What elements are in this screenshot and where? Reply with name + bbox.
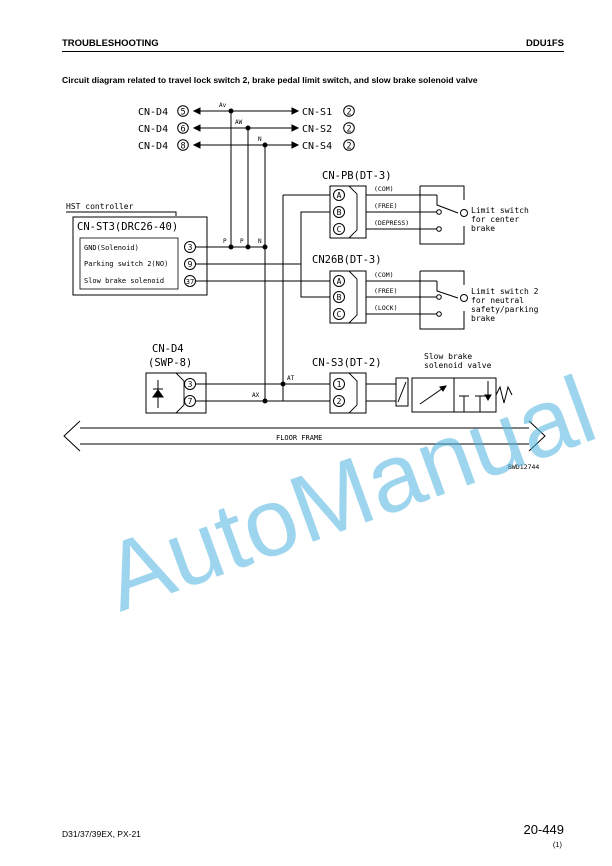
s26b-desc-2: for neutral (471, 296, 524, 305)
d4-diode-block: CN-D4 (SWP-8) 3 7 AT AX (145, 343, 330, 414)
d4-pin-3: 3 (188, 380, 193, 389)
s26b-switch-block: CN26B(DT-3) A B C (COM) (FREE) (LOCK) Li… (312, 254, 539, 330)
s3-valve-block: CN-S3(DT-2) 1 2 Slow brake solenoid valv… (312, 352, 513, 414)
pb-desc-1: Limit switch (471, 206, 529, 215)
wire-code-p1: P (223, 238, 227, 245)
s26b-signal-com: (COM) (374, 271, 394, 279)
pin-s2: 2 (346, 125, 351, 135)
s26b-desc-1: Limit switch 2 (471, 287, 539, 296)
wire-code-av: Av (219, 102, 227, 109)
conn-s2-label: CN-S2 (302, 124, 332, 135)
floor-frame-label: FLOOR FRAME (276, 434, 322, 442)
s26b-signal-lock: (LOCK) (374, 304, 397, 312)
s26b-pin-b: B (337, 293, 342, 302)
s3-connector: CN-S3(DT-2) (312, 357, 382, 369)
s3-desc-2: solenoid valve (424, 361, 492, 370)
conn-d4-6-label: CN-D4 (138, 124, 168, 135)
hst-controller: HST controller CN-ST3(DRC26-40) GND(Sole… (66, 202, 330, 401)
conn-d4-5-label: CN-D4 (138, 107, 168, 118)
s26b-pin-a: A (337, 277, 342, 286)
conn-s1-label: CN-S1 (302, 107, 332, 118)
pb-signal-free: (FREE) (374, 202, 397, 210)
diagram-title: Circuit diagram related to travel lock s… (62, 75, 478, 85)
pb-pin-c: C (337, 225, 342, 234)
pin-s1: 2 (346, 108, 351, 118)
controller-connector: CN-ST3(DRC26-40) (77, 221, 178, 233)
s3-desc-1: Slow brake (424, 352, 472, 361)
controller-pin-label-gnd: GND(Solenoid) (84, 244, 139, 252)
wire-code-n: N (258, 136, 262, 143)
watermark: AutoManual (91, 356, 609, 632)
section-header: TROUBLESHOOTING (62, 38, 159, 49)
floor-frame: FLOOR FRAME (63, 420, 546, 452)
switch-wiring (282, 194, 330, 298)
drawing-number: BWD12744 (508, 463, 539, 471)
pin-circle (177, 122, 189, 134)
s26b-desc-3: safety/parking (471, 305, 539, 314)
s26b-desc-4: brake (471, 314, 495, 323)
controller-pin-label-slow: Slow brake solenoid (84, 277, 164, 285)
bus-wires: P P N (223, 111, 268, 401)
wire-code-n2: N (258, 238, 262, 245)
controller-group-label: HST controller (66, 202, 134, 211)
pb-switch-block: CN-PB(DT-3) A B C (COM) (FREE) (DEPRESS)… (322, 170, 529, 245)
page-number: 20-449 (523, 822, 564, 837)
controller-pin-3: 3 (188, 243, 193, 252)
controller-pin-9: 9 (188, 260, 193, 269)
s26b-connector: CN26B(DT-3) (312, 254, 382, 266)
conn-s4-label: CN-S4 (302, 141, 332, 152)
pb-pin-b: B (337, 208, 342, 217)
pin-circle (177, 105, 189, 117)
conn-d4-8-label: CN-D4 (138, 141, 168, 152)
pb-pin-a: A (337, 191, 342, 200)
pb-signal-depress: (DEPRESS) (374, 219, 409, 227)
top-connector-block: CN-D4 CN-D4 CN-D4 5 6 8 CN-S1 CN-S2 CN-S… (138, 102, 355, 152)
pin-circle (177, 139, 189, 151)
pb-signal-com: (COM) (374, 185, 394, 193)
pb-desc-2: for center (471, 215, 519, 224)
header-rule (62, 51, 564, 52)
d4-pin-7: 7 (188, 397, 193, 406)
s3-pin-1: 1 (337, 380, 342, 389)
wire-code-aw: AW (235, 119, 243, 126)
s26b-signal-free: (FREE) (374, 287, 397, 295)
controller-pin-label-parking: Parking switch 2(NO) (84, 260, 168, 268)
d4-type: (SWP-8) (148, 357, 192, 369)
wire-code-p2: P (240, 238, 244, 245)
pin-d4-6: 6 (180, 125, 185, 135)
wire-code-ax: AX (252, 392, 260, 399)
controller-pin-37: 37 (186, 278, 194, 286)
d4-connector: CN-D4 (152, 343, 184, 355)
footer-models: D31/37/39EX, PX-21 (62, 829, 141, 839)
s3-pin-2: 2 (337, 397, 342, 406)
pin-d4-5: 5 (180, 108, 185, 118)
pin-d4-8: 8 (180, 142, 185, 152)
revision: (1) (552, 840, 562, 849)
pin-s4: 2 (346, 142, 351, 152)
s26b-pin-c: C (337, 310, 342, 319)
model-code: DDU1FS (525, 38, 564, 49)
pb-connector: CN-PB(DT-3) (322, 170, 392, 182)
pb-desc-3: brake (471, 224, 495, 233)
wire-code-at: AT (287, 375, 295, 382)
